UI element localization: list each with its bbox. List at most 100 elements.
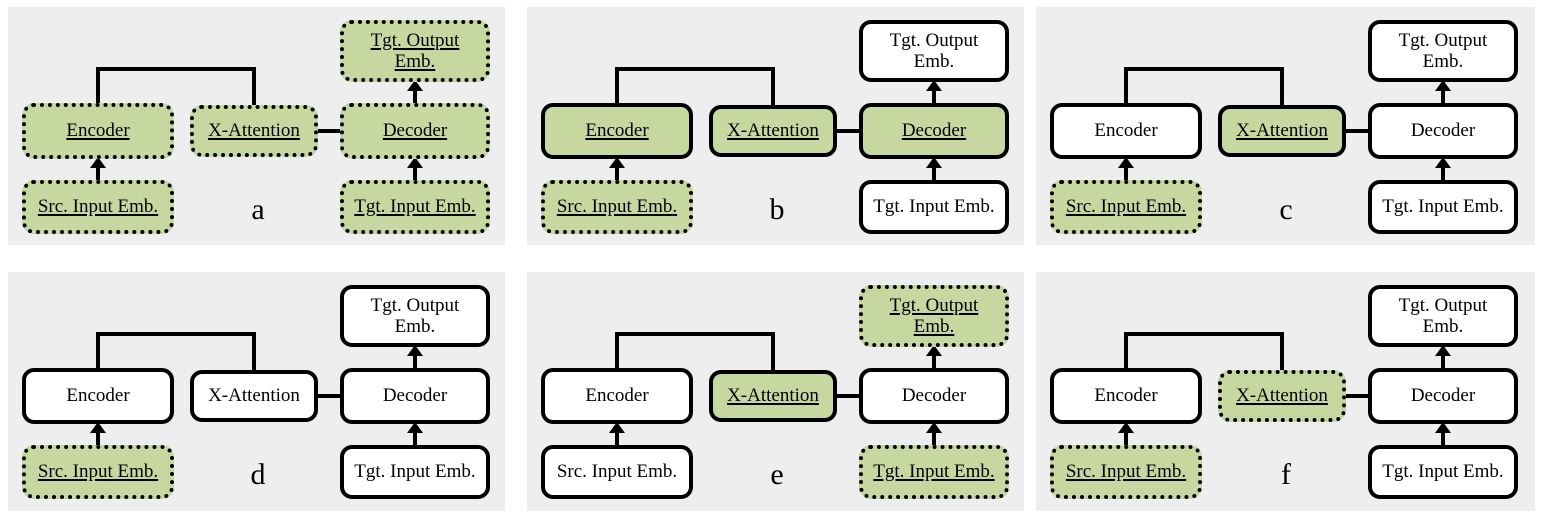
node-tgt-input-emb: Tgt. Input Emb. — [340, 180, 490, 234]
node-label-line: X-Attention — [208, 385, 300, 407]
arrowhead-icon — [407, 80, 423, 91]
node-label-line: Decoder — [901, 385, 967, 407]
node-src-input-emb: Src. Input Emb. — [1050, 180, 1202, 234]
arrow-tgt-emb-to-decoder — [406, 422, 424, 447]
arrow-src-emb-to-encoder — [1117, 422, 1135, 447]
node-x-attention: X-Attention — [190, 105, 318, 157]
node-encoder: Encoder — [541, 103, 693, 159]
arrowhead-icon — [1435, 157, 1451, 168]
node-decoder: Decoder — [859, 368, 1009, 424]
connector-xattention-decoder — [1344, 394, 1372, 398]
node-label-line: Tgt. Input Emb. — [1382, 461, 1504, 483]
node-label-line: Encoder — [66, 120, 130, 142]
bracket-right-segment — [1280, 332, 1284, 372]
arrow-src-emb-to-encoder — [89, 157, 107, 182]
bracket-top-segment — [96, 67, 256, 71]
node-x-attention: X-Attention — [190, 370, 318, 422]
connector-xattention-decoder — [316, 394, 344, 398]
node-encoder: Encoder — [541, 368, 693, 424]
arrow-shaft — [1441, 88, 1445, 105]
node-src-input-emb: Src. Input Emb. — [22, 180, 174, 234]
arrowhead-icon — [90, 157, 106, 168]
node-encoder: Encoder — [1050, 368, 1202, 424]
node-label-line: Emb. — [913, 51, 955, 72]
node-label-line: X-Attention — [727, 385, 819, 407]
node-label-line: Tgt. Output — [889, 294, 979, 316]
arrow-shaft — [413, 353, 417, 370]
arrow-shaft — [96, 165, 100, 182]
node-label-line: Tgt. Output — [370, 29, 460, 51]
connector-xattention-decoder — [835, 129, 863, 133]
node-encoder: Encoder — [1050, 103, 1202, 159]
arrow-shaft — [1441, 353, 1445, 370]
node-label-line: Tgt. Output — [889, 29, 979, 51]
node-label-line: X-Attention — [208, 120, 300, 142]
arrow-shaft — [413, 165, 417, 182]
bracket-top-segment — [1124, 332, 1284, 336]
arrow-src-emb-to-encoder — [1117, 157, 1135, 182]
connector-xattention-decoder — [835, 394, 863, 398]
node-label-line: Src. Input Emb. — [556, 196, 678, 218]
node-decoder: Decoder — [1368, 103, 1518, 159]
node-label-line: Tgt. Input Emb. — [354, 196, 476, 218]
arrowhead-icon — [926, 345, 942, 356]
node-x-attention: X-Attention — [709, 370, 837, 422]
arrowhead-icon — [1118, 422, 1134, 433]
bracket-left-segment — [1124, 67, 1128, 105]
node-label-line: Src. Input Emb. — [556, 461, 678, 483]
node-tgt-input-emb: Tgt. Input Emb. — [859, 180, 1009, 234]
bracket-right-segment — [252, 67, 256, 107]
arrow-shaft — [932, 88, 936, 105]
panel-letter-f: f — [1281, 458, 1291, 491]
arrow-src-emb-to-encoder — [89, 422, 107, 447]
bracket-left-segment — [1124, 332, 1128, 370]
node-label-line: Decoder — [1410, 385, 1476, 407]
arrowhead-icon — [407, 345, 423, 356]
arrow-decoder-to-tgt-output — [1434, 345, 1452, 370]
node-label-line: Decoder — [382, 120, 448, 142]
bracket-left-segment — [615, 332, 619, 370]
arrow-decoder-to-tgt-output — [1434, 80, 1452, 105]
node-encoder: Encoder — [22, 368, 174, 424]
node-src-input-emb: Src. Input Emb. — [1050, 445, 1202, 499]
node-label-line: Tgt. Input Emb. — [354, 461, 476, 483]
panel-letter-c: c — [1279, 193, 1293, 226]
arrow-tgt-emb-to-decoder — [925, 422, 943, 447]
bracket-top-segment — [615, 67, 775, 71]
bracket-top-segment — [615, 332, 775, 336]
node-decoder: Decoder — [340, 368, 490, 424]
node-decoder: Decoder — [859, 103, 1009, 159]
node-label-line: Decoder — [1410, 120, 1476, 142]
node-label-line: X-Attention — [727, 120, 819, 142]
node-tgt-input-emb: Tgt. Input Emb. — [859, 445, 1009, 499]
arrow-shaft — [413, 430, 417, 447]
arrow-tgt-emb-to-decoder — [925, 157, 943, 182]
node-x-attention: X-Attention — [709, 105, 837, 157]
arrowhead-icon — [609, 157, 625, 168]
node-label-line: Src. Input Emb. — [1065, 461, 1187, 483]
arrow-shaft — [1441, 165, 1445, 182]
connector-xattention-decoder — [316, 129, 344, 133]
node-decoder: Decoder — [340, 103, 490, 159]
node-label-line: Tgt. Input Emb. — [1382, 196, 1504, 218]
node-label-line: Encoder — [66, 385, 130, 407]
node-label-line: X-Attention — [1236, 385, 1328, 407]
arrowhead-icon — [1435, 80, 1451, 91]
panel-letter-b: b — [769, 193, 785, 226]
node-encoder: Encoder — [22, 103, 174, 159]
node-decoder: Decoder — [1368, 368, 1518, 424]
node-tgt-input-emb: Tgt. Input Emb. — [1368, 445, 1518, 499]
node-label-line: X-Attention — [1236, 120, 1328, 142]
panel-letter-e: e — [770, 458, 784, 491]
arrow-tgt-emb-to-decoder — [1434, 157, 1452, 182]
arrowhead-icon — [926, 422, 942, 433]
